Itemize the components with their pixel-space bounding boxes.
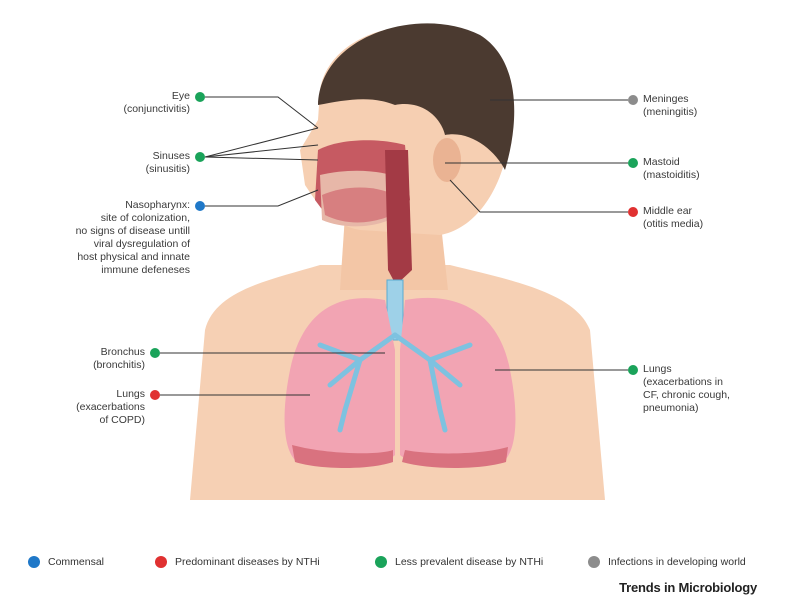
lungs-left-dot bbox=[150, 390, 160, 400]
nasopharynx-line4: viral dysregulation of bbox=[76, 238, 190, 251]
nasopharynx-dot bbox=[195, 201, 205, 211]
developing-dot-icon bbox=[588, 556, 600, 568]
lungs-left-line3: of COPD) bbox=[76, 414, 145, 427]
label-nasopharynx: Nasopharynx: site of colonization, no si… bbox=[76, 199, 190, 277]
lungs-right-dot bbox=[628, 365, 638, 375]
nasopharynx-line6: immune defeneses bbox=[76, 264, 190, 277]
pharynx bbox=[385, 150, 412, 285]
sinuses-dot bbox=[195, 152, 205, 162]
label-mastoid-sub: (mastoiditis) bbox=[643, 169, 700, 182]
label-eye-title: Eye bbox=[123, 90, 190, 103]
legend-developing-label: Infections in developing world bbox=[608, 556, 746, 568]
label-sinuses-sub: (sinusitis) bbox=[146, 163, 190, 176]
lungs-right-line3: CF, chronic cough, bbox=[643, 389, 730, 402]
label-meninges-sub: (meningitis) bbox=[643, 106, 697, 119]
legend-developing: Infections in developing world bbox=[588, 556, 746, 568]
label-eye-sub: (conjunctivitis) bbox=[123, 103, 190, 116]
label-eye: Eye (conjunctivitis) bbox=[123, 90, 190, 116]
commensal-dot-icon bbox=[28, 556, 40, 568]
label-bronchus: Bronchus (bronchitis) bbox=[93, 346, 145, 372]
bronchus-dot bbox=[150, 348, 160, 358]
nasopharynx-line2: site of colonization, bbox=[76, 212, 190, 225]
legend-less-prevalent-label: Less prevalent disease by NTHi bbox=[395, 556, 543, 568]
label-sinuses-title: Sinuses bbox=[146, 150, 190, 163]
lungs-left-line2: (exacerbations bbox=[76, 401, 145, 414]
middle-ear-dot bbox=[628, 207, 638, 217]
legend-predominant-label: Predominant diseases by NTHi bbox=[175, 556, 320, 568]
legend-commensal: Commensal bbox=[28, 556, 104, 568]
nasopharynx-line5: host physical and innate bbox=[76, 251, 190, 264]
predominant-dot-icon bbox=[155, 556, 167, 568]
lungs-right-line2: (exacerbations in bbox=[643, 376, 730, 389]
label-mastoid-title: Mastoid bbox=[643, 156, 700, 169]
journal-brand: Trends in Microbiology bbox=[619, 580, 757, 595]
legend-commensal-label: Commensal bbox=[48, 556, 104, 568]
nasopharynx-line1: Nasopharynx: bbox=[76, 199, 190, 212]
label-middle-ear-title: Middle ear bbox=[643, 205, 703, 218]
legend-less-prevalent: Less prevalent disease by NTHi bbox=[375, 556, 543, 568]
label-middle-ear-sub: (otitis media) bbox=[643, 218, 703, 231]
label-meninges: Meninges (meningitis) bbox=[643, 93, 697, 119]
legend-predominant: Predominant diseases by NTHi bbox=[155, 556, 320, 568]
lungs-right-line1: Lungs bbox=[643, 363, 730, 376]
ear bbox=[433, 138, 461, 182]
label-lungs-left: Lungs (exacerbations of COPD) bbox=[76, 388, 145, 427]
eye-dot bbox=[195, 92, 205, 102]
tongue bbox=[322, 188, 395, 223]
label-bronchus-sub: (bronchitis) bbox=[93, 359, 145, 372]
lungs-right-line4: pneumonia) bbox=[643, 402, 730, 415]
mastoid-dot bbox=[628, 158, 638, 168]
label-mastoid: Mastoid (mastoiditis) bbox=[643, 156, 700, 182]
label-sinuses: Sinuses (sinusitis) bbox=[146, 150, 190, 176]
meninges-dot bbox=[628, 95, 638, 105]
label-lungs-right: Lungs (exacerbations in CF, chronic coug… bbox=[643, 363, 730, 415]
nasopharynx-line3: no signs of disease untill bbox=[76, 225, 190, 238]
label-bronchus-title: Bronchus bbox=[93, 346, 145, 359]
lungs-left-line1: Lungs bbox=[76, 388, 145, 401]
label-middle-ear: Middle ear (otitis media) bbox=[643, 205, 703, 231]
less-prevalent-dot-icon bbox=[375, 556, 387, 568]
label-meninges-title: Meninges bbox=[643, 93, 697, 106]
